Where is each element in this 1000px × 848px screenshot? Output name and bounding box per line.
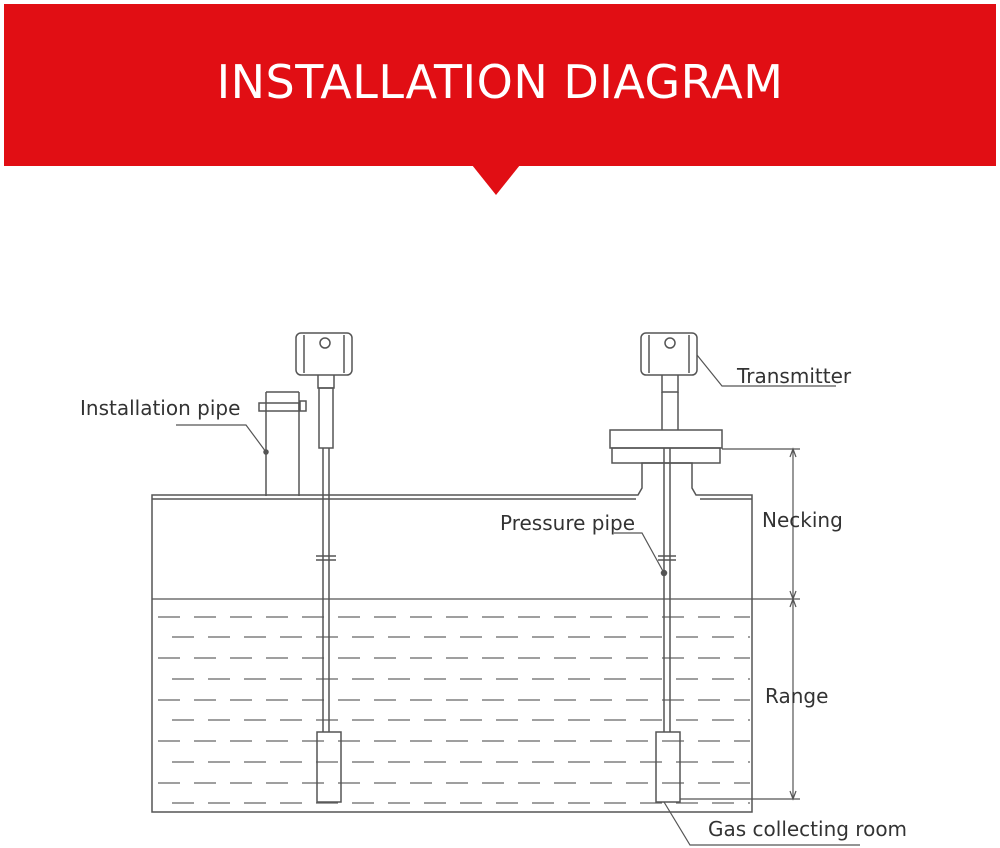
- right-pressure-pipe: [655, 448, 681, 803]
- right-transmitter: [640, 332, 698, 393]
- page-title: INSTALLATION DIAGRAM: [216, 55, 784, 109]
- liquid-dashes: [158, 616, 750, 804]
- necking-label: Necking: [762, 508, 843, 532]
- installation-pipe-label: Installation pipe: [80, 396, 240, 420]
- leader-lines: [176, 354, 860, 846]
- header-banner: [4, 4, 996, 166]
- pressure-pipe-label: Pressure pipe: [500, 511, 635, 535]
- left-transmitter: [295, 332, 353, 389]
- range-label: Range: [765, 684, 828, 708]
- installation-pipe: [258, 391, 307, 496]
- header-banner-notch: [472, 165, 520, 195]
- dimension-lines: [680, 447, 800, 801]
- transmitter-label: Transmitter: [736, 364, 852, 388]
- left-pressure-pipe: [316, 387, 342, 803]
- tank-outline: [151, 462, 753, 813]
- gas-collecting-room-label: Gas collecting room: [708, 817, 907, 841]
- right-flange: [609, 392, 723, 464]
